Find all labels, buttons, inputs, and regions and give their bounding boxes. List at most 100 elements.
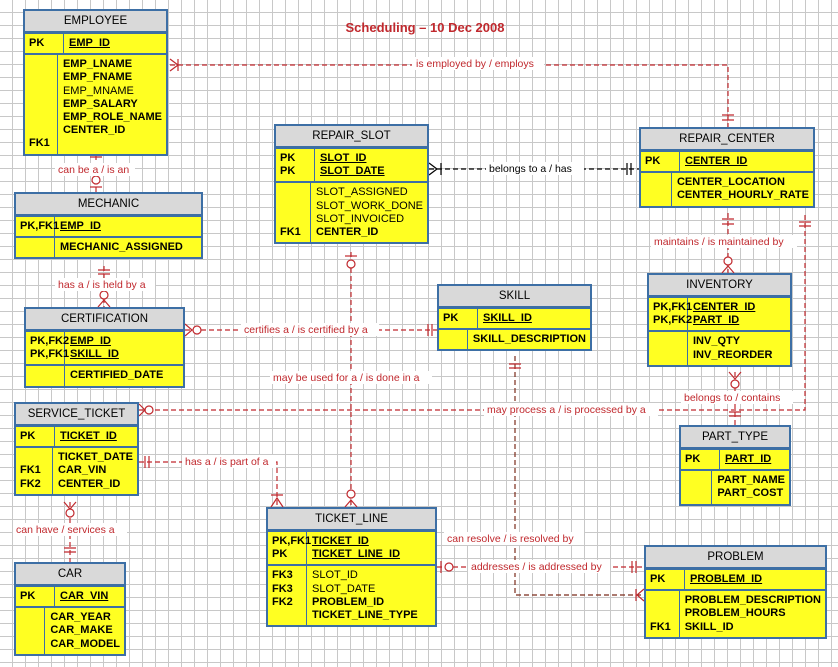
entity-name: REPAIR_CENTER (641, 129, 813, 151)
attribute[interactable]: SLOT_ASSIGNED (316, 186, 408, 199)
label-holds: has a / is held by a (58, 279, 146, 291)
attribute[interactable]: PROBLEM_DESCRIPTION (684, 594, 821, 607)
bar-problem-left (631, 561, 637, 573)
label-certifies: certifies a / is certified by a (244, 324, 368, 336)
label-maintains: maintains / is maintained by (654, 236, 784, 248)
bar-repair-center-left (626, 163, 632, 175)
key-markers (641, 173, 672, 206)
key-markers: PK,FK1 PK,FK2 (649, 298, 692, 331)
attribute[interactable]: CAR_MAKE (50, 624, 113, 637)
attribute[interactable]: SLOT_DATE (320, 165, 385, 178)
attribute[interactable]: CERTIFIED_DATE (70, 369, 164, 382)
attribute[interactable]: CENTER_ID (58, 477, 121, 490)
attribute[interactable]: CAR_YEAR (50, 611, 111, 624)
attribute[interactable]: PART_COST (717, 487, 784, 500)
attribute[interactable]: CENTER_LOCATION (676, 176, 785, 189)
crowfoot-service-ticket-right (138, 403, 146, 417)
crowfoot-employee (169, 58, 179, 72)
attribute[interactable]: TICKET_ID (312, 535, 369, 547)
attribute[interactable]: PROBLEM_ID (690, 573, 763, 585)
attribute[interactable]: TICKET_LINE_ID (312, 548, 401, 561)
attribute[interactable]: TICKET_ID (60, 430, 117, 442)
attribute-list: CERTIFIED_DATE (65, 366, 183, 385)
attribute[interactable]: EMP_ID (60, 220, 101, 232)
attribute[interactable]: PART_NAME (717, 474, 785, 487)
key-markers (439, 330, 468, 350)
line-resolves (514, 356, 644, 596)
attribute[interactable]: TICKET_DATE (58, 451, 133, 464)
attribute[interactable]: TICKET_LINE_TYPE (312, 609, 418, 622)
attribute[interactable]: INV_REORDER (693, 348, 773, 361)
attribute[interactable]: PART_ID (693, 314, 740, 327)
key-markers: PK (16, 427, 55, 447)
attribute[interactable]: EMP_SALARY (62, 97, 138, 110)
entity-name: SERVICE_TICKET (16, 404, 137, 426)
attribute[interactable]: INV_QTY (693, 335, 741, 348)
crowfoot-certification-right (184, 323, 193, 337)
attribute[interactable]: CAR_MODEL (50, 637, 120, 650)
entity-name: TICKET_LINE (268, 509, 435, 531)
attribute[interactable]: SKILL_ID (684, 620, 734, 633)
attribute-list: PROBLEM_ID (685, 570, 825, 589)
attribute[interactable]: SLOT_ID (312, 569, 358, 582)
crowfoot-service-ticket-bottom (63, 501, 77, 510)
attribute[interactable]: CAR_VIN (60, 590, 109, 602)
crowfoot-ticket-line-top (344, 499, 358, 508)
attribute[interactable]: CENTER_ID (62, 124, 126, 137)
attribute[interactable]: PROBLEM_ID (312, 595, 385, 608)
attribute[interactable]: CENTER_ID (693, 301, 756, 313)
attribute[interactable]: CENTER_HOURLY_RATE (676, 189, 809, 202)
attribute[interactable]: SLOT_ID (320, 152, 367, 164)
attribute-section: CERTIFIED_DATE (26, 365, 183, 386)
attribute[interactable]: CAR_VIN (58, 464, 107, 477)
key-markers: PK (646, 570, 685, 590)
label-belongs: belongs to a / has (489, 163, 572, 175)
key-markers (26, 366, 65, 386)
label-mechanic-of: can be a / is an (58, 164, 129, 176)
attribute[interactable]: PROBLEM_HOURS (684, 607, 786, 620)
attribute[interactable]: EMP_ROLE_NAME (62, 111, 162, 124)
attribute[interactable]: EMP_MNAME (62, 84, 134, 97)
attribute[interactable]: SKILL_DESCRIPTION (472, 333, 586, 346)
attribute[interactable]: EMP_LNAME (62, 58, 133, 71)
attribute[interactable]: PART_ID (725, 453, 772, 465)
attribute[interactable]: CENTER_ID (685, 155, 748, 167)
circle-ticket-line-right (444, 562, 454, 572)
crowfoot-inventory-top (721, 265, 735, 274)
attribute[interactable]: SLOT_INVOICED (316, 212, 405, 225)
entity-name: SKILL (439, 286, 590, 308)
attribute[interactable]: SLOT_WORK_DONE (316, 199, 423, 212)
attribute[interactable]: SKILL_ID (483, 312, 532, 324)
attribute-list: TICKET_ID (55, 427, 137, 446)
entity-name: PROBLEM (646, 547, 825, 569)
attribute[interactable]: EMP_ID (70, 335, 111, 347)
key-markers (681, 471, 713, 504)
attribute[interactable]: SKILL_ID (70, 348, 119, 361)
attribute[interactable]: CENTER_ID (316, 226, 379, 239)
attribute[interactable]: MECHANIC_ASSIGNED (60, 241, 183, 254)
attribute[interactable]: SLOT_DATE (312, 582, 376, 595)
bar-part-type-top (729, 411, 741, 417)
key-markers: PK,FK1 PK (268, 532, 311, 565)
attribute[interactable]: EMP_ID (69, 37, 110, 49)
attribute[interactable]: EMP_FNAME (62, 71, 133, 84)
